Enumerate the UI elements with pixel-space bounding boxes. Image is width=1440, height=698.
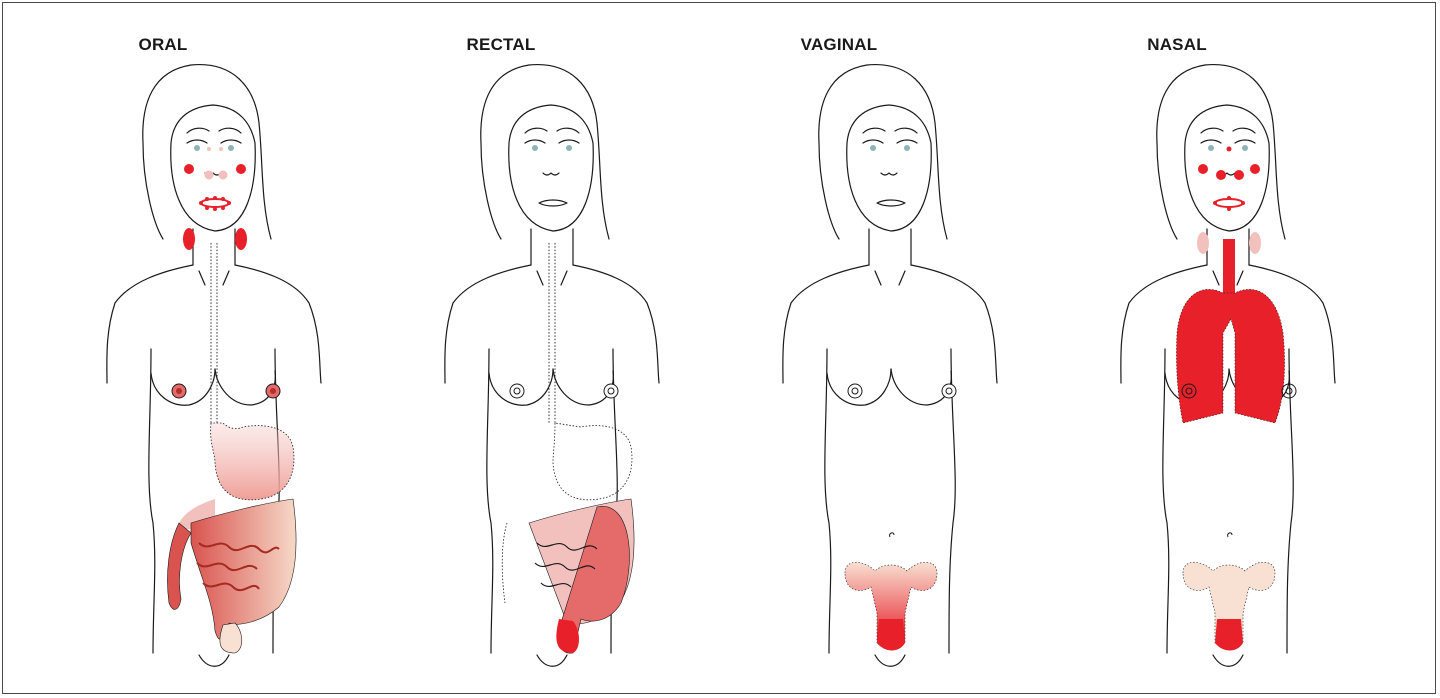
eye-icon — [904, 145, 910, 151]
stomach-organ — [211, 423, 294, 500]
uterus-organ — [1183, 562, 1275, 650]
cheek-exposure-marker — [1250, 164, 1260, 174]
trachea-organ — [1223, 239, 1235, 295]
uterus-organ — [845, 562, 937, 650]
cheek-exposure-marker — [184, 164, 194, 174]
eye-icon — [1208, 145, 1214, 151]
eye-icon — [870, 145, 876, 151]
lungs-organ — [1176, 289, 1284, 423]
navel-icon — [890, 533, 894, 537]
large-intestine-organ — [502, 523, 507, 603]
stomach-organ — [553, 423, 632, 500]
cheek-exposure-marker — [236, 164, 246, 174]
navel-icon — [1228, 533, 1232, 537]
nose-exposure-marker — [1234, 170, 1244, 180]
panel-vaginal: VAGINAL — [679, 3, 999, 695]
mouth-exposure-marker — [199, 196, 231, 211]
panel-rectal: RECTAL — [341, 3, 661, 695]
mouth-exposure-marker — [1213, 196, 1245, 211]
body-figure-nasal — [1017, 3, 1437, 695]
eye-icon — [532, 145, 538, 151]
salivary-gland-marker — [183, 228, 195, 250]
cheek-exposure-marker — [1198, 164, 1208, 174]
eye-icon — [566, 145, 572, 151]
salivary-gland-marker — [1249, 232, 1261, 254]
salivary-gland-marker — [235, 228, 247, 250]
eye-icon — [1242, 145, 1248, 151]
nose-exposure-marker — [205, 171, 214, 180]
nose-exposure-marker — [1216, 170, 1226, 180]
panel-nasal: NASAL — [1017, 3, 1337, 695]
eye-icon — [228, 145, 234, 151]
eye-icon — [194, 145, 200, 151]
large-intestine-organ — [167, 523, 191, 609]
panel-oral: ORAL — [3, 3, 323, 695]
nose-exposure-marker — [219, 171, 228, 180]
salivary-gland-marker — [1197, 232, 1209, 254]
colon-organ — [191, 499, 296, 639]
